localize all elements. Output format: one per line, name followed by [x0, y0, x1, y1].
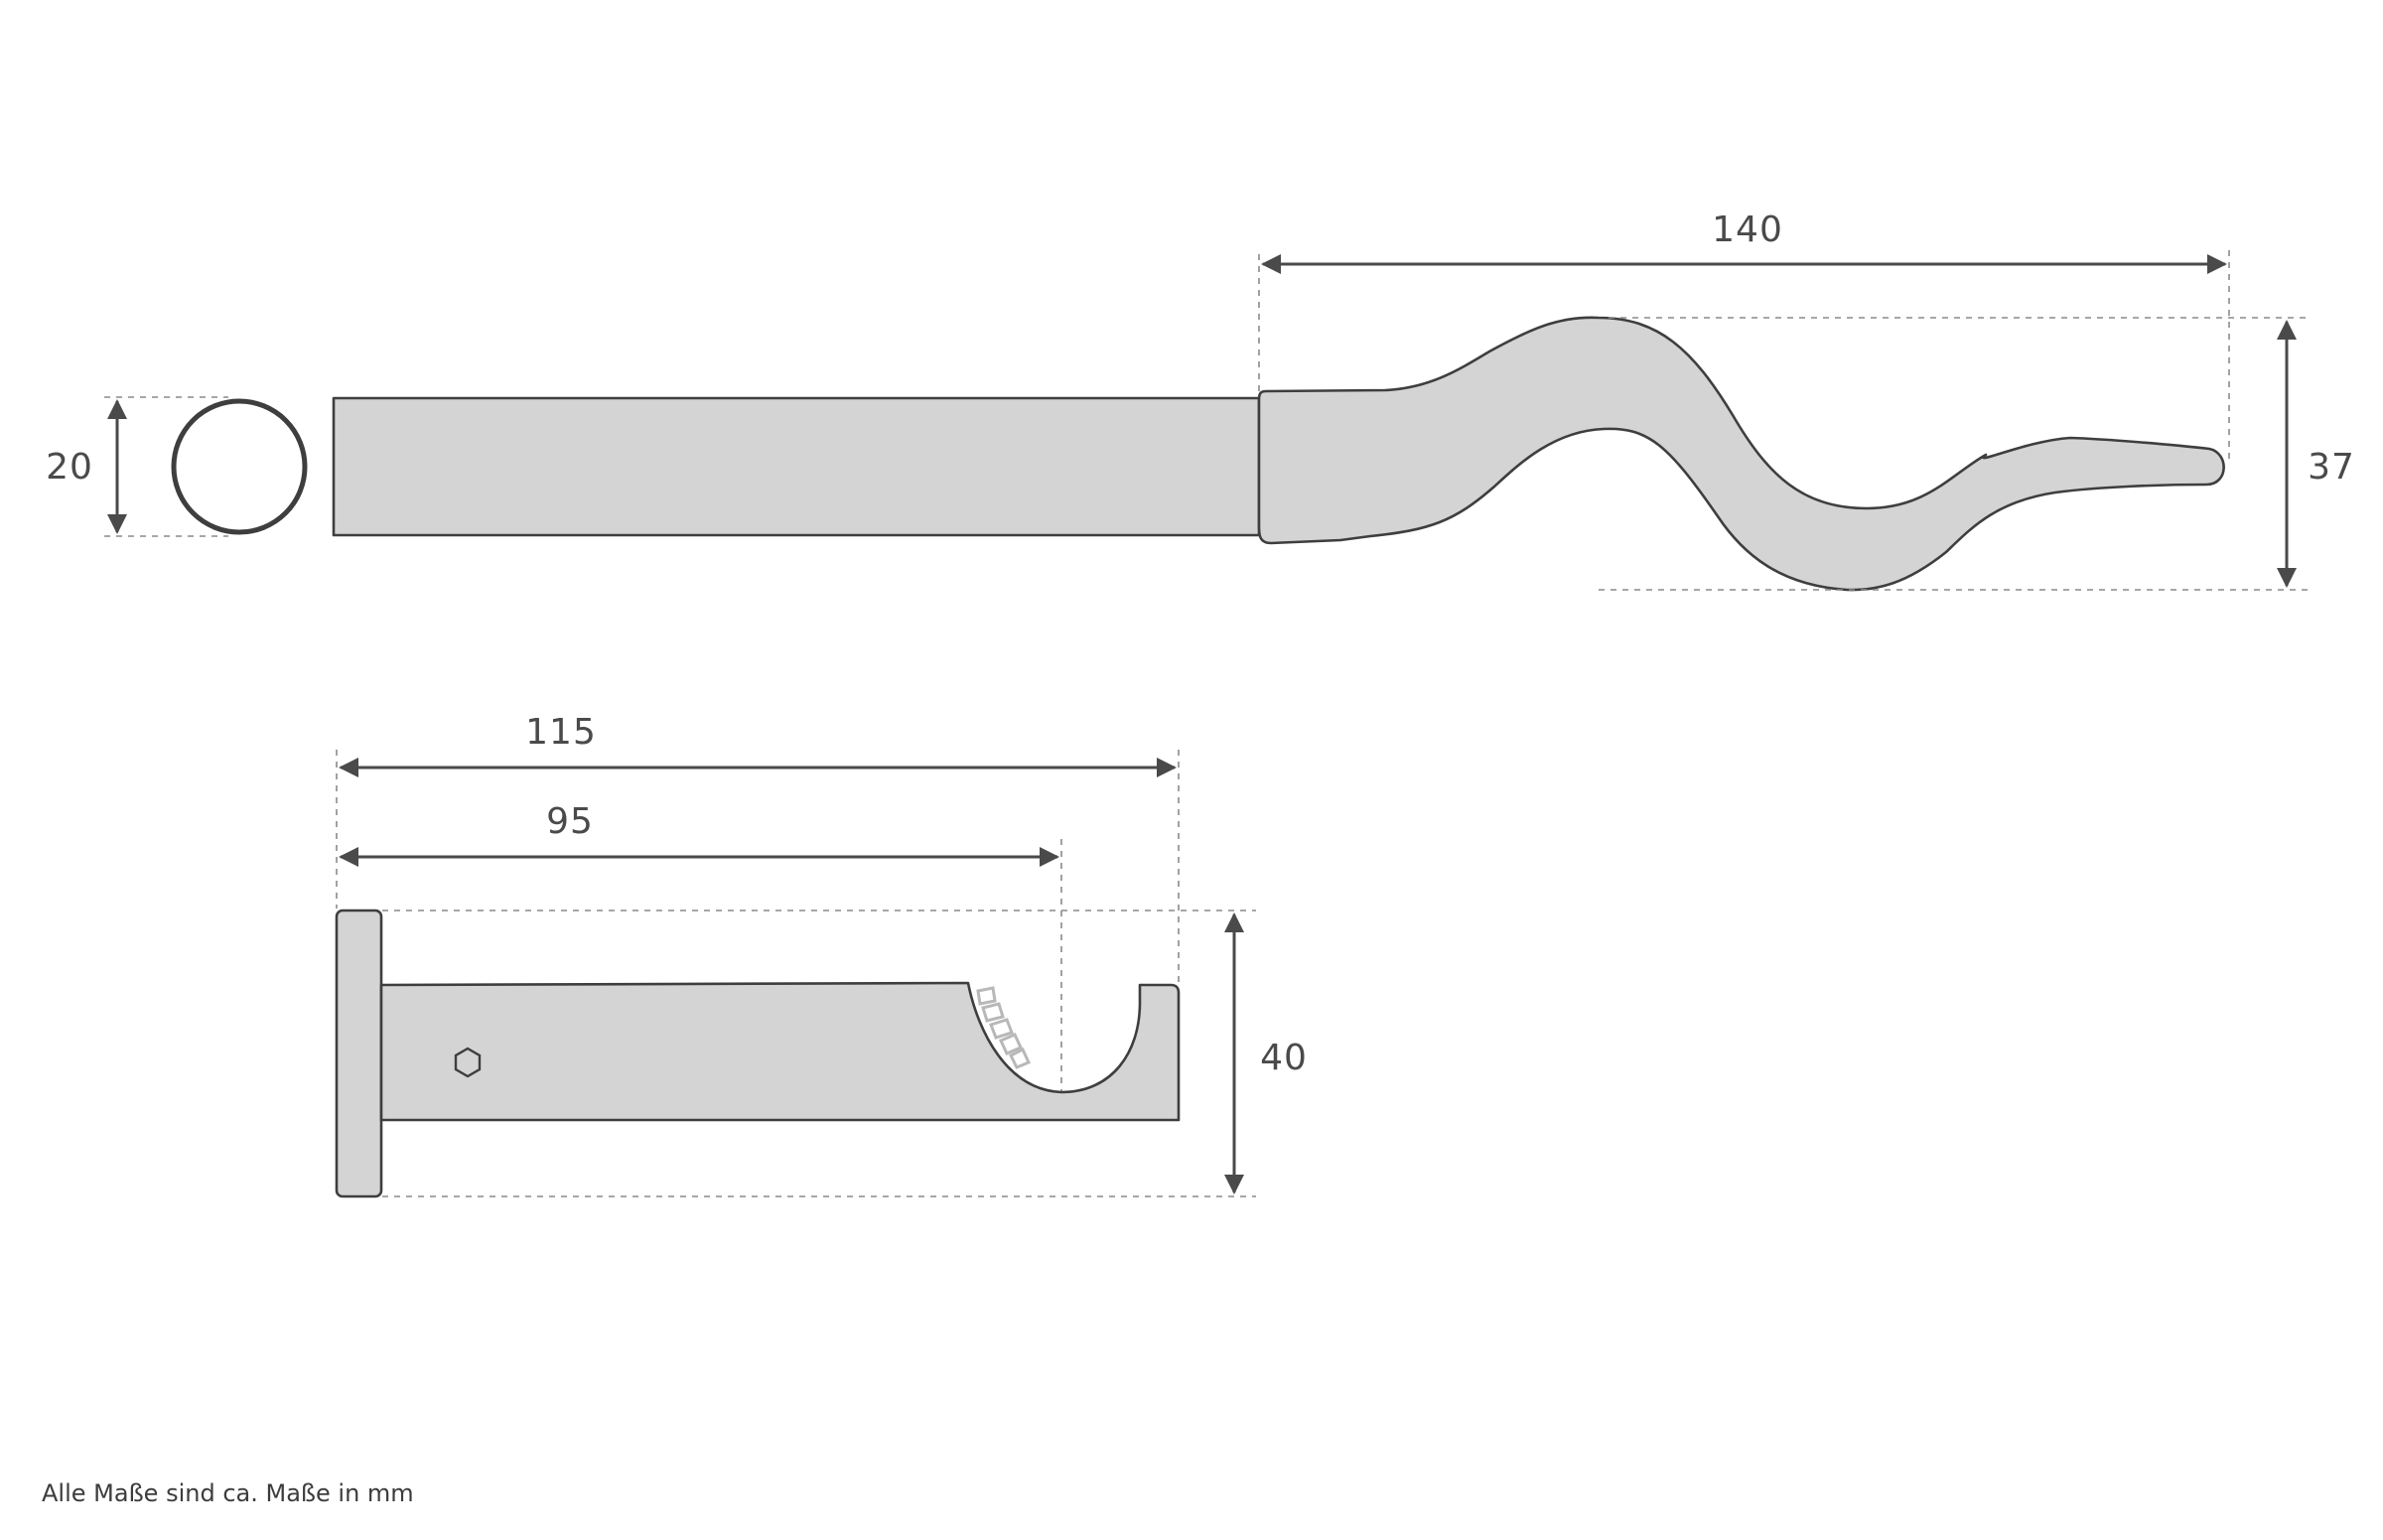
bracket-seat-label: 95: [546, 801, 594, 842]
finial-wave: [1257, 316, 2225, 592]
rod-cross-section: 20: [46, 396, 308, 537]
wall-bracket: 115 95 40: [335, 712, 1308, 1198]
finial-length-label: 140: [1712, 210, 1783, 250]
rod-lock-spring: [976, 986, 1032, 1069]
hex-screw-icon: [454, 1047, 482, 1078]
wall-plate: [335, 909, 383, 1198]
bracket-height-label: 40: [1260, 1038, 1308, 1078]
rod-body: [332, 396, 1261, 537]
measurement-note: Alle Maße sind ca. Maße in mm: [42, 1479, 414, 1507]
bracket-arm: [379, 981, 1181, 1122]
rod-with-finial: 140 37: [332, 210, 2355, 592]
finial-height-label: 37: [2308, 447, 2355, 488]
diameter-label: 20: [46, 447, 93, 488]
bracket-length-label: 115: [525, 712, 597, 753]
rod-profile-circle: [171, 398, 308, 535]
